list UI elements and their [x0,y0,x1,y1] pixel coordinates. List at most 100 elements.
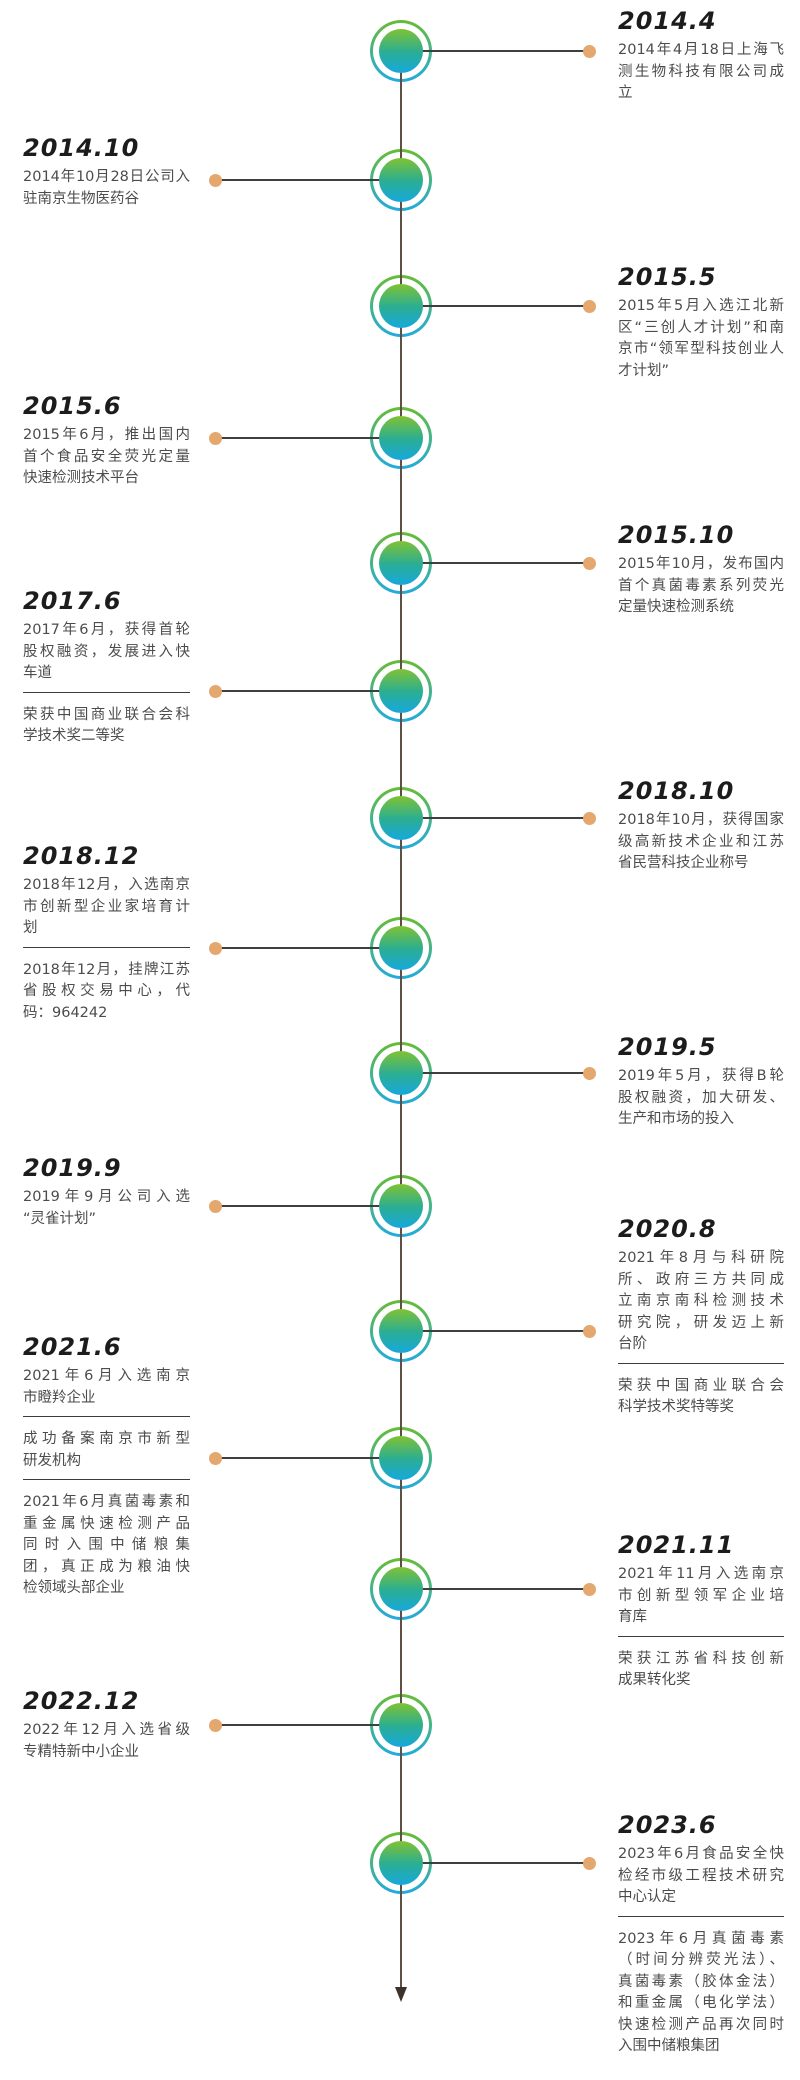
event-description-line: 市瞪羚企业 [23,1389,96,1406]
event-description-line: 省股权交易中心，代 [23,983,190,999]
connector-line [401,562,589,564]
connector-end-dot [208,173,222,187]
connector-end-dot [208,941,222,955]
event-description-line: 学技术奖二等奖 [23,728,125,744]
connector-end-dot [208,1718,222,1732]
event-description: 2015年10月，发布国内首个真菌毒素系列荧光定量快速检测系统 [618,554,784,619]
connector-line [401,1330,589,1332]
timeline-node-ball [379,796,423,840]
event-description-line: 市创新型领军企业培 [618,1587,784,1604]
event-description: 2015年5月入选江北新区“三创人才计划”和南京市“领军型科技创业人才计划” [618,296,784,382]
event-description-line: 2018年12月，入选南京 [23,877,190,893]
event-description: 2023年6月真菌毒素（时间分辨荧光法）、真菌毒素（胶体金法）和重金属（电化学法… [618,1929,784,2058]
connector-end-dot [582,1856,596,1870]
event-description-line: 级高新技术企业和江苏 [618,833,784,850]
separator-line [23,1416,190,1417]
timeline-node-ball [379,416,423,460]
event-description-line: 立 [618,85,633,101]
event-description-line: 检领域头部企业 [23,1580,125,1596]
connector-end-dot [582,1066,596,1080]
event-date: 2018.10 [618,777,735,805]
event-description: 成功备案南京市新型研发机构 [23,1429,190,1472]
event-description-line: 立南京南科检测技术 [618,1293,784,1309]
event-description-line: （时间分辨荧光法）、 [618,1952,784,1968]
event-description-line: 股权融资，发展进入快 [23,643,190,660]
event-description-line: 成功备案南京市新型 [23,1431,190,1447]
event-date: 2019.5 [618,1033,717,1061]
event-description-line: 育库 [618,1609,647,1625]
event-description-line: 市创新型企业家培育计 [23,898,190,915]
connector-line [215,947,401,949]
event-date: 2019.9 [23,1154,122,1182]
connector-end-dot [582,1324,596,1338]
connector-line [401,817,589,819]
event-description-line: 台阶 [618,1336,647,1352]
event-description-line: 驻南京生物医药谷 [23,190,139,207]
event-description-line: 首个食品安全荧光定量 [23,448,190,465]
timeline-node-ball [379,1436,423,1480]
event-description-line: 2021年11月入选南京 [618,1566,784,1582]
event-description: 2021年6月真菌毒素和重金属快速检测产品同时入围中储粮集团，真正成为粮油快检领… [23,1492,190,1600]
event-description-line: 省民营科技企业称号 [618,855,749,871]
event-description: 荣获江苏省科技创新成果转化奖 [618,1649,784,1692]
event-description-line: 2022年12月入选省级 [23,1722,190,1738]
event-description-line: 和重金属（电化学法） [618,1995,784,2011]
event-description-line: 快速检测产品再次同时 [618,2016,784,2033]
event-description: 2021年11月入选南京市创新型领军企业培育库 [618,1564,784,1629]
event-description-line: 团，真正成为粮油快 [23,1558,190,1575]
connector-end-dot [208,1451,222,1465]
event-description-line: 2017年6月，获得首轮 [23,622,190,638]
event-description: 荣获中国商业联合会科学技术奖特等奖 [618,1376,784,1419]
event-description-line: 2023年6月食品安全快 [618,1846,784,1862]
connector-end-dot [208,431,222,445]
connector-line [215,437,401,439]
event-description-line: 生产和市场的投入 [618,1111,734,1127]
timeline-axis-line [400,51,402,1988]
event-description-line: 2023年6月真菌毒素 [618,1930,784,1947]
event-description: 2022年12月入选省级专精特新中小企业 [23,1720,190,1763]
event-date: 2014.10 [23,134,140,162]
event-description-line: “灵雀计划” [23,1210,97,1227]
event-description-line: 科学技术奖特等奖 [618,1399,734,1415]
connector-line [215,1724,401,1726]
event-description-line: 荣获中国商业联合会科 [23,706,190,723]
event-description-line: 2014年4月18日上海飞 [618,42,784,58]
event-description-line: 荣获中国商业联合会 [618,1377,784,1394]
connector-line [215,1457,401,1459]
event-description-line: 快速检测技术平台 [23,470,139,486]
timeline-event-2015.10: 2015.10 2015年10月，发布国内首个真菌毒素系列荧光定量快速检测系统 [618,520,784,619]
connector-line [401,1862,589,1864]
event-description-line: 2018年12月，挂牌江苏 [23,961,190,978]
event-date: 2015.6 [23,392,122,420]
event-description-line: 2015年5月入选江北新 [618,298,784,314]
connector-line [401,305,589,307]
connector-end-dot [208,1199,222,1213]
separator-line [23,1479,190,1480]
connector-line [215,179,401,181]
timeline-node-ball [379,158,423,202]
connector-end-dot [582,556,596,570]
event-description-line: 才计划” [618,362,670,379]
event-description-line: 2015年10月，发布国内 [618,556,784,572]
event-description-line: 车道 [23,665,52,681]
event-description: 荣获中国商业联合会科学技术奖二等奖 [23,705,190,748]
connector-end-dot [582,299,596,313]
timeline-arrowhead-icon [395,1987,407,2002]
event-description-line: 入围中储粮集团 [618,2038,720,2054]
event-date: 2015.10 [618,521,735,549]
event-date: 2020.8 [618,1215,717,1243]
event-date: 2022.12 [23,1687,140,1715]
timeline-node-ball [379,1051,423,1095]
event-date: 2018.12 [23,842,140,870]
connector-end-dot [582,44,596,58]
